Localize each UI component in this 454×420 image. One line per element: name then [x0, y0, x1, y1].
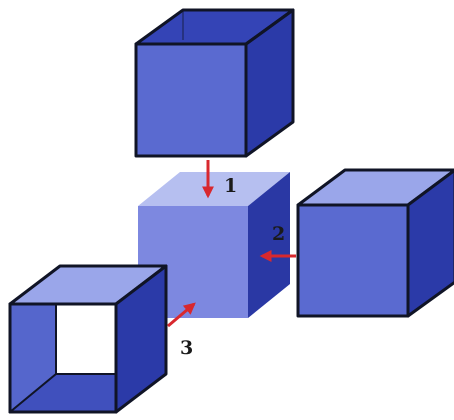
bl-cube-inner-edge-1 [9, 373, 57, 413]
bl-cube-outline [8, 302, 118, 414]
bl-cube-opening [55, 303, 117, 375]
top-cube-front-face [134, 42, 248, 158]
label-2: 2 [272, 223, 285, 245]
top-cube-rim [134, 8, 295, 46]
right-cube-front-face [296, 203, 410, 318]
label-1: 1 [224, 175, 237, 197]
bl-cube-inner-left [10, 304, 56, 412]
bl-cube-inner-bottom [10, 374, 116, 412]
center-solid-cube [138, 172, 290, 318]
top-open-cube [134, 8, 295, 158]
right-open-cube [296, 168, 454, 318]
center-cube-top-face [138, 172, 290, 206]
arrow-3 [167, 302, 196, 328]
center-cube-side-face [248, 172, 290, 318]
top-cube-back-inner [136, 10, 293, 44]
bottom-left-open-cube [8, 264, 168, 414]
label-3: 3 [180, 337, 193, 359]
